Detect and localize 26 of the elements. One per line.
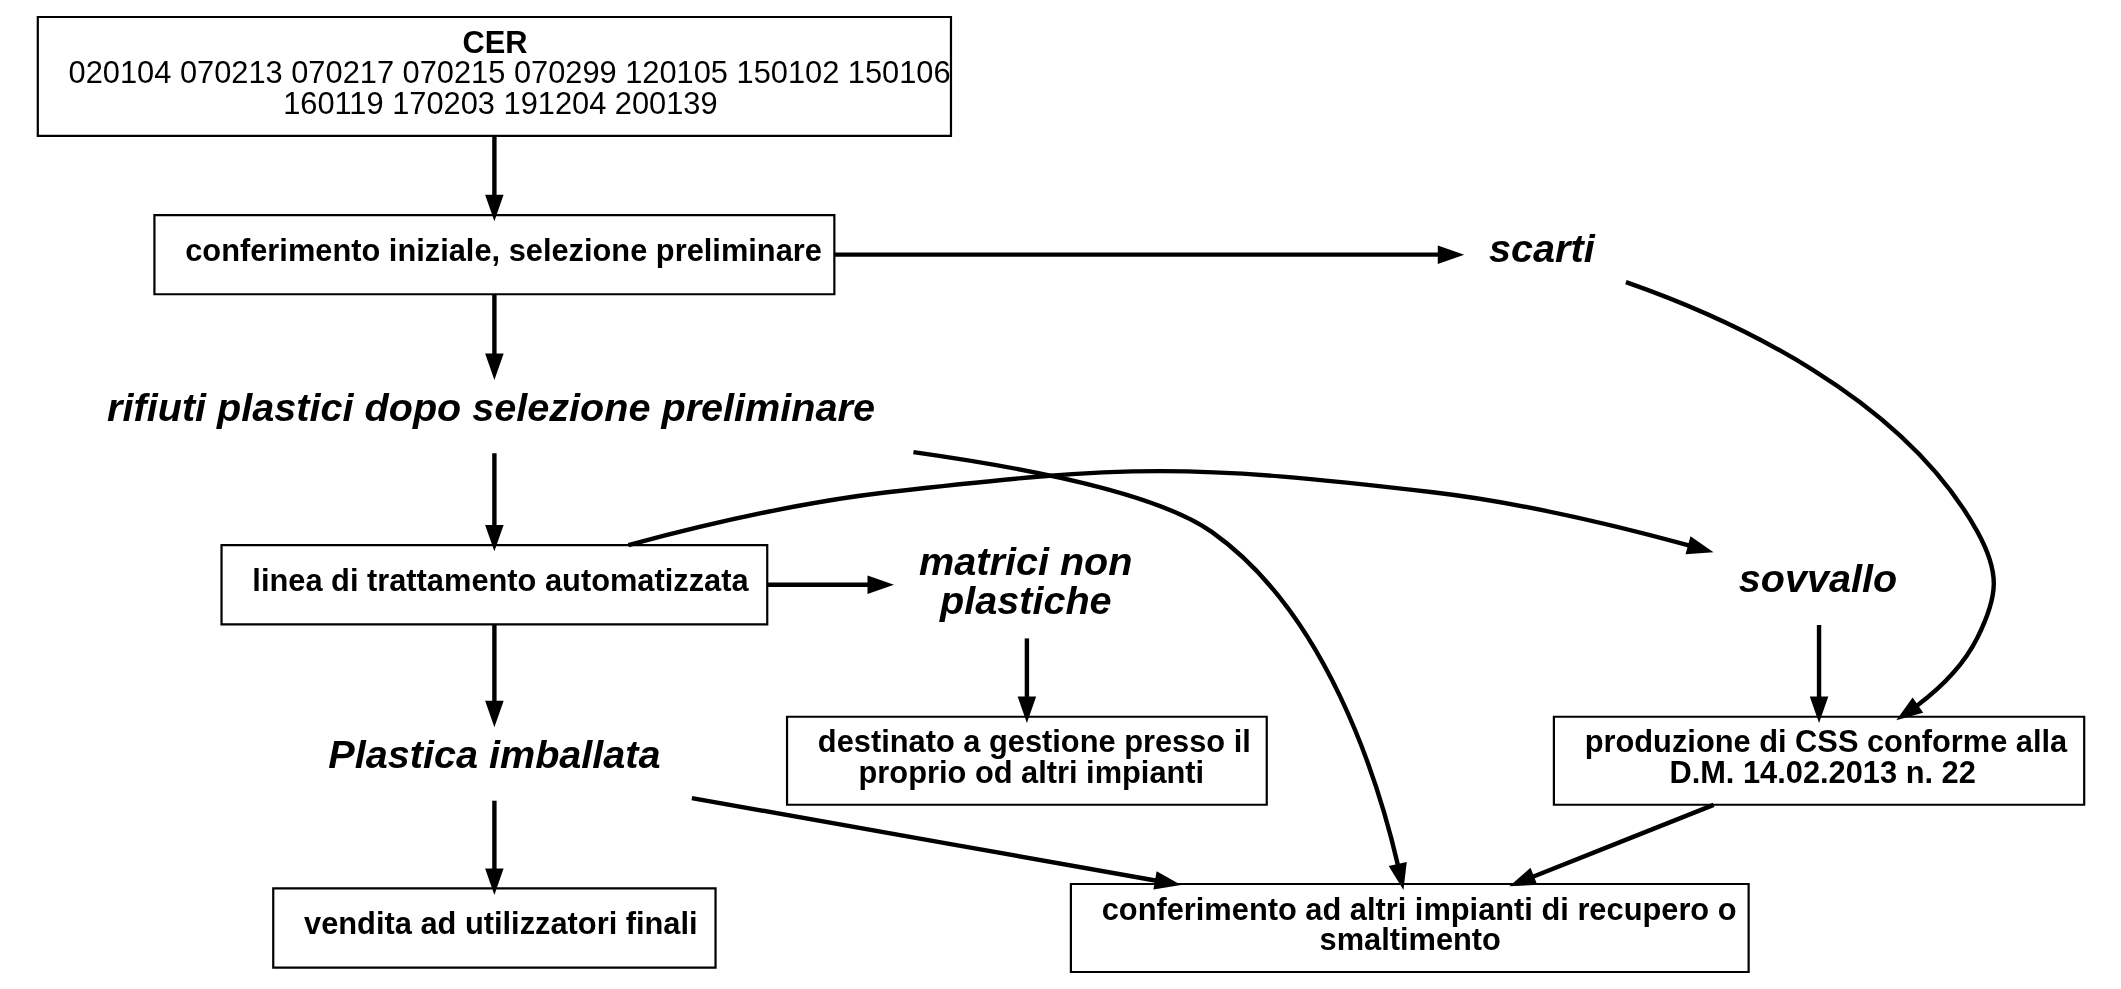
arrow xyxy=(767,575,894,594)
arrow xyxy=(834,245,1464,264)
arrow xyxy=(1624,280,1996,721)
node-box: produzione di CSS conforme alla D.M. 14.02.2013 n. 22 xyxy=(1552,715,2085,806)
node-text: scarti xyxy=(1488,226,1595,271)
node-box: conferimento iniziale, selezione preliminare xyxy=(152,213,835,296)
node-text: Plastica imballata xyxy=(327,732,661,777)
arrow xyxy=(484,294,504,380)
arrow xyxy=(484,136,504,222)
arrow xyxy=(1809,625,1828,723)
node-box: vendita ad utilizzatori finali xyxy=(271,887,717,969)
arrow xyxy=(1508,802,1714,887)
node-text: matrici non plastiche xyxy=(918,538,1132,623)
arrow xyxy=(484,625,504,728)
arrow xyxy=(627,469,1713,555)
node-text: sovvallo xyxy=(1738,556,1897,601)
node-box: conferimento ad altri impianti di recupero o smaltimento xyxy=(1069,882,1750,974)
node-text: rifiuti plastici dopo selezione preliminare xyxy=(106,384,875,429)
arrow xyxy=(484,453,504,552)
node-box: destinato a gestione presso il proprio od altri impianti xyxy=(785,715,1268,806)
arrow xyxy=(691,795,1181,890)
node-box: CER 020104 070213 070217 070215 070299 120105 150102 150106 160119 170203 191204 200139 xyxy=(36,15,952,137)
arrow xyxy=(912,449,1407,890)
arrow xyxy=(484,800,504,895)
arrow xyxy=(1017,638,1036,723)
node-box: linea di trattamento automatizzata xyxy=(219,544,768,626)
